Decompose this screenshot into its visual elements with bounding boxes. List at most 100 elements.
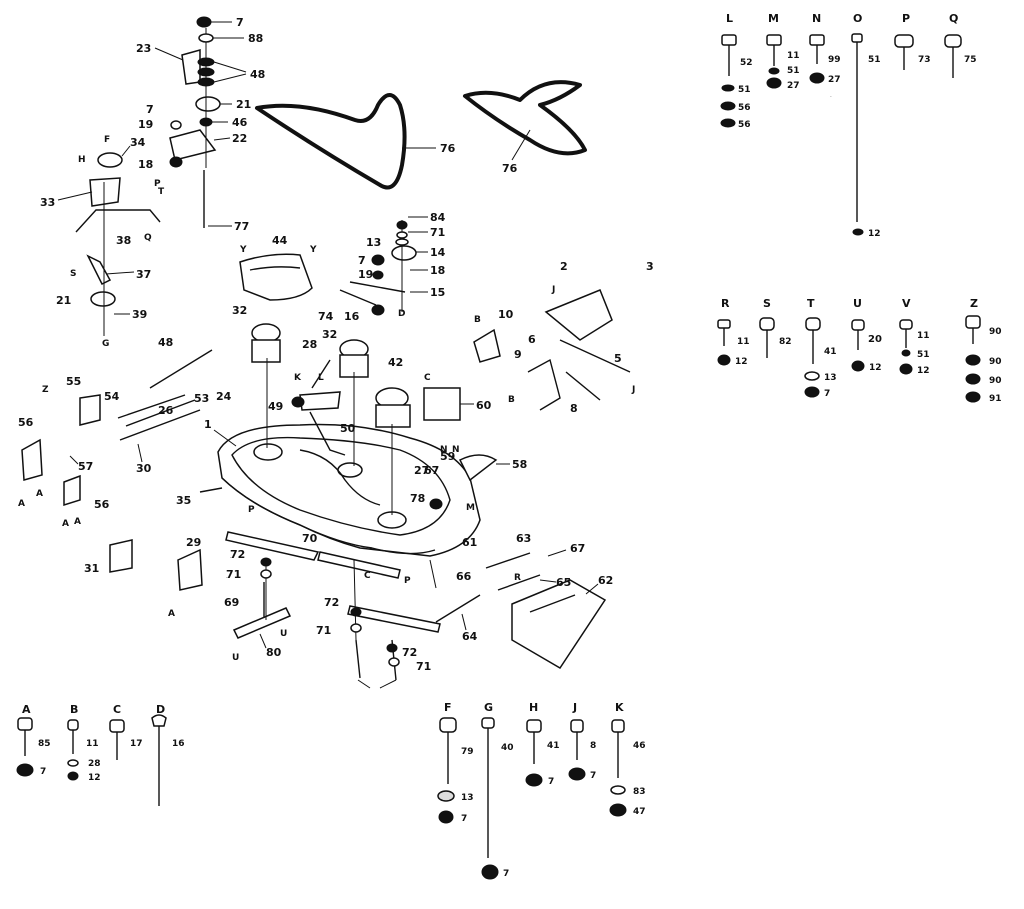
bolt-k-head (611, 719, 625, 733)
bolt-68 (355, 639, 361, 679)
bolt-v-head (899, 319, 913, 330)
bracket-29 (177, 548, 203, 591)
hw-num-o2: 51 (868, 55, 881, 65)
leader-76b (511, 129, 531, 161)
callout-56a: 56 (18, 416, 34, 429)
marker-j2: J (631, 385, 635, 395)
hw-letter-c: C (113, 703, 121, 716)
rod-48 (149, 349, 213, 389)
deck-baffle (299, 449, 381, 506)
hw-num-a2: 7 (40, 767, 46, 777)
callout-27: 27 (414, 464, 429, 477)
hw-num-v3: 12 (917, 366, 930, 376)
rod-15 (349, 281, 406, 293)
callout-28: 28 (302, 338, 317, 351)
marker-c2: C (364, 571, 371, 581)
callout-1: 1 (204, 418, 212, 431)
callout-55: 55 (66, 375, 81, 388)
nut-f-2 (438, 810, 454, 824)
hw-letter-s: S (763, 297, 771, 310)
marker-a3: A (62, 519, 69, 529)
callout-84: 84 (430, 211, 446, 224)
marker-t: T (158, 187, 165, 197)
callout-9: 9 (514, 348, 522, 361)
callout-48b: 48 (158, 336, 173, 349)
hw-letter-k: K (615, 701, 624, 714)
callout-32a: 32 (232, 304, 247, 317)
washer-48-a (197, 57, 215, 67)
pulley-21-lower (90, 291, 116, 307)
hardware-group-bottom-left: A B C D 85 7 11 28 12 17 16 (16, 703, 185, 806)
bracket-2 (544, 289, 613, 341)
hw-num-t3: 7 (824, 389, 830, 399)
callout-7b: 7 (146, 103, 154, 116)
rod-35 (199, 487, 223, 493)
callout-53: 53 (194, 392, 209, 405)
belt-deck (255, 93, 407, 190)
callout-72a: 72 (230, 548, 245, 561)
leader-68 (357, 679, 371, 689)
idler-arm-39 (75, 209, 161, 233)
hw-num-a1: 85 (38, 739, 51, 749)
callout-60: 60 (476, 399, 492, 412)
hw-num-f2: 13 (461, 793, 474, 803)
hw-num-b2: 28 (88, 759, 101, 769)
marker-a2: A (36, 489, 43, 499)
hw-letter-o: O (853, 12, 862, 25)
hw-num-m4: 27 (830, 96, 832, 98)
nut-l-2 (720, 101, 736, 111)
hw-num-t2: 13 (824, 373, 837, 383)
callout-31: 31 (84, 562, 99, 575)
nut-j (568, 767, 586, 781)
nut-h (525, 773, 543, 787)
hw-num-g2: 7 (503, 869, 509, 879)
leader-lines (57, 21, 599, 689)
washer-72-bottom (350, 607, 362, 617)
rods (117, 170, 541, 623)
callout-56b: 56 (94, 498, 110, 511)
callout-71d: 71 (416, 660, 431, 673)
rod-64 (435, 594, 481, 623)
nut-b-1 (67, 759, 79, 767)
callout-10: 10 (498, 308, 514, 321)
callout-71a: 71 (430, 226, 445, 239)
callout-5: 5 (614, 352, 622, 365)
callout-67b: 67 (570, 542, 585, 555)
nut-o-1 (852, 228, 864, 236)
callout-13: 13 (366, 236, 381, 249)
callout-54: 54 (104, 390, 120, 403)
washer-48-b (197, 67, 215, 77)
deck-cover (239, 253, 313, 301)
marker-d: D (398, 309, 405, 319)
callout-46: 46 (232, 116, 248, 129)
hw-letter-n: N (812, 12, 821, 25)
rod-74 (339, 289, 377, 306)
nut-r (717, 354, 731, 366)
nut-v-2 (899, 363, 913, 375)
marker-n2: N (452, 445, 460, 455)
marker-p: P (154, 179, 161, 189)
leader-57 (69, 455, 79, 465)
callout-61: 61 (462, 536, 477, 549)
callout-71b: 71 (226, 568, 241, 581)
callout-49: 49 (268, 400, 283, 413)
bolt-a-head (17, 717, 33, 731)
leader-62 (585, 583, 599, 595)
hw-letter-f: F (444, 701, 452, 714)
washer-88 (198, 33, 214, 43)
washer-46 (199, 117, 213, 127)
bolt-u-head (851, 319, 865, 331)
hw-num-u1: 20 (868, 334, 882, 345)
leader-48b (213, 73, 247, 83)
bracket-60 (423, 387, 461, 421)
washer-18-mid (371, 304, 385, 316)
callout-21b: 21 (56, 294, 71, 307)
deck-cover-detail (249, 266, 301, 271)
hw-num-t1: 41 (824, 347, 837, 357)
blade-70-right (317, 551, 401, 579)
bolt-j-head (570, 719, 584, 733)
leader-80 (429, 559, 437, 589)
marker-g: G (102, 339, 109, 349)
spindle-housing-left (251, 339, 281, 363)
